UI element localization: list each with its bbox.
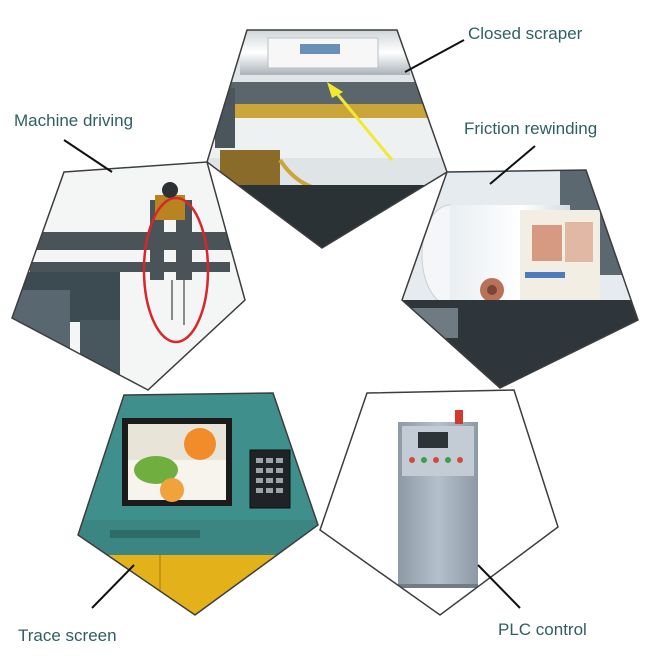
highlight-ellipse: [142, 196, 210, 344]
friction-rewinding-panel: [401, 169, 639, 389]
caption-friction-rewinding: Friction rewinding: [464, 119, 598, 138]
caption-plc-control: PLC control: [498, 620, 587, 639]
leader-machine-driving: [63, 139, 113, 173]
leader-friction-rewinding: [489, 145, 536, 185]
closed-scraper-panel: [206, 29, 448, 249]
trace-screen-panel: [77, 392, 319, 616]
caption-trace-screen: Trace screen: [18, 626, 117, 645]
scraper-arrow: [332, 89, 394, 161]
arrow-head: [327, 82, 343, 98]
machine-driving-panel: [11, 161, 246, 391]
plc-control-panel: [319, 389, 559, 616]
leader-trace-screen: [91, 564, 135, 609]
leader-closed-scraper: [404, 39, 465, 73]
caption-closed-scraper: Closed scraper: [468, 24, 583, 43]
caption-machine-driving: Machine driving: [14, 111, 134, 130]
leader-plc-control: [477, 564, 521, 609]
